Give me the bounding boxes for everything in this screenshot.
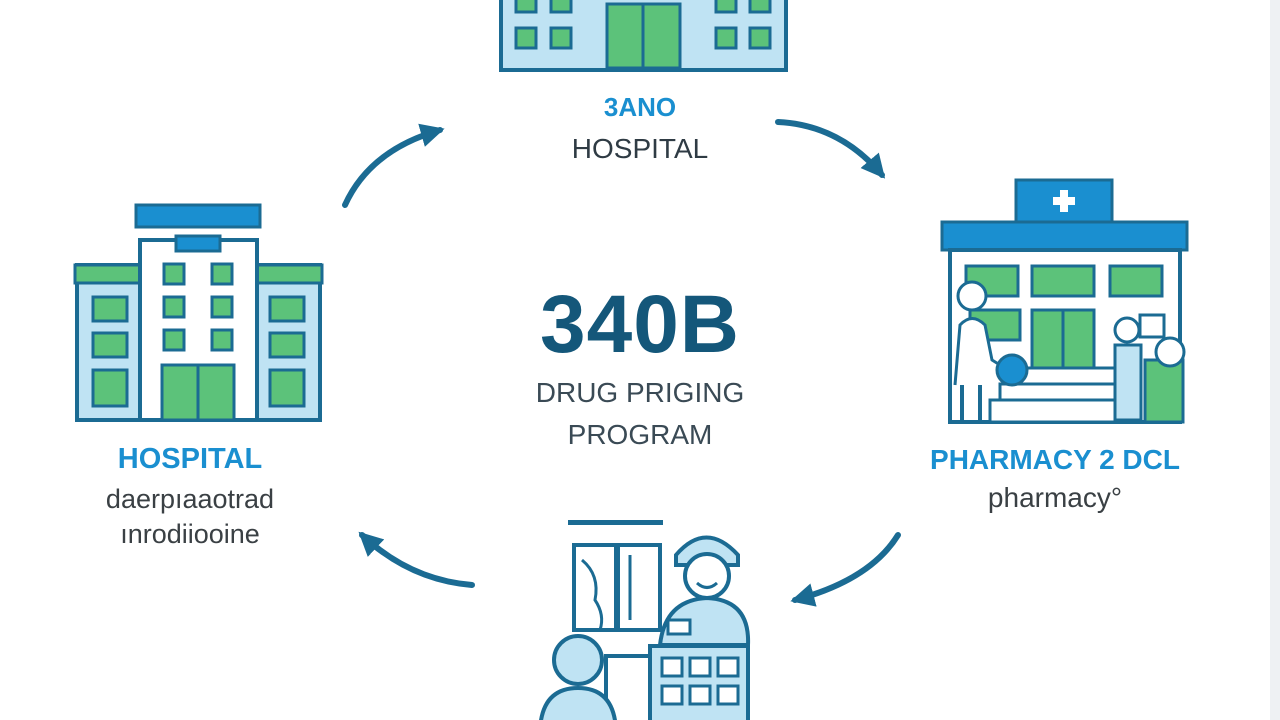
left-hospital-icon [73, 203, 324, 422]
arrow-bottom-to-left [358, 531, 475, 588]
pharmacy-icon [940, 178, 1189, 424]
arrow-top-to-right [775, 119, 886, 179]
patient-caregiver-icon [539, 520, 751, 720]
center-title: 340B [539, 279, 741, 370]
left-node-sub-line1: daerpıaaotrad [105, 484, 275, 514]
left-node-sub-line2: ınrodiiooine [120, 519, 260, 549]
top-hospital-icon [499, 0, 788, 72]
arrow-left-to-top [342, 123, 445, 208]
top-node-code: 3ANO [603, 92, 677, 122]
right-edge-strip [1270, 0, 1280, 720]
top-node-name: HOSPITAL [571, 133, 709, 164]
center-subtitle-line2: PROGRAM [567, 419, 713, 450]
arrow-right-to-bottom [790, 532, 901, 607]
right-node-name: PHARMACY 2 DCL [930, 444, 1180, 475]
right-node-sub: pharmacy° [987, 482, 1123, 513]
left-node-name: HOSPITAL [117, 443, 263, 475]
center-subtitle-line1: DRUG PRIGING [535, 377, 745, 408]
